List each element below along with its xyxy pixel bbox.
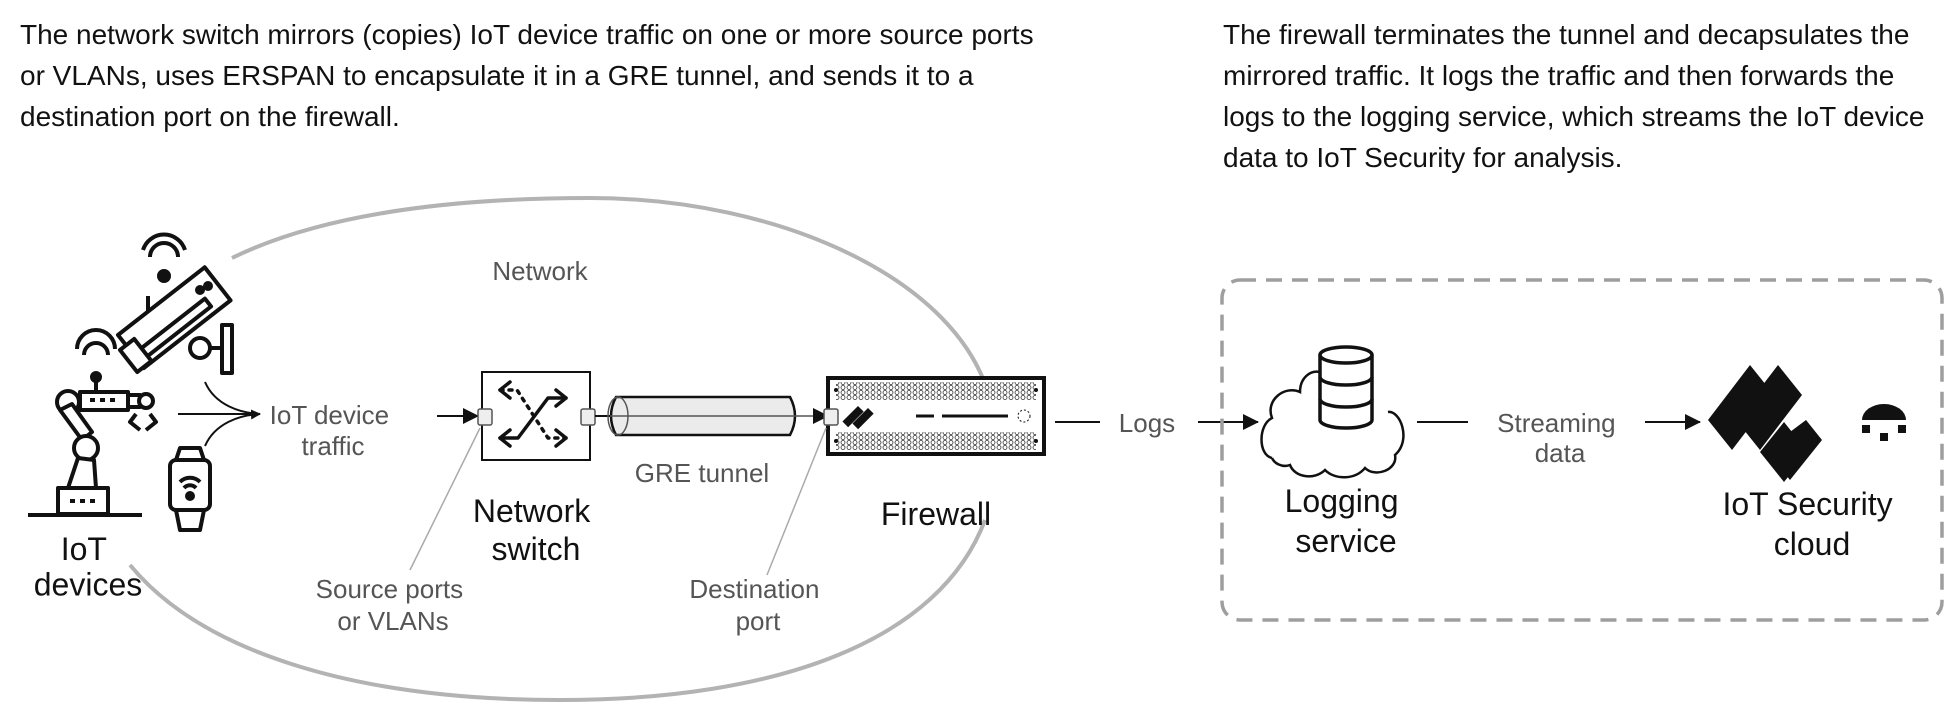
logging-service-label-line2: service	[1295, 523, 1396, 559]
description-right: The firewall terminates the tunnel and d…	[1223, 19, 1925, 173]
paloalto-logo-icon	[1708, 365, 1822, 482]
streaming-label: Streaming data	[1497, 408, 1623, 468]
network-region: Network	[128, 195, 992, 703]
smartwatch-icon	[168, 446, 212, 532]
description-left: The network switch mirrors (copies) IoT …	[20, 19, 1034, 132]
cloud-boundary	[1220, 278, 1944, 622]
logging-service-label-line1: Logging	[1285, 483, 1399, 519]
iot-devices-label: IoT devices	[34, 531, 143, 602]
streaming-label-line1: Streaming	[1497, 408, 1616, 438]
firewall-label: Firewall	[881, 496, 991, 532]
logs-label: Logs	[1119, 408, 1175, 438]
network-label: Network	[492, 256, 588, 286]
firewall-logo-icon	[842, 406, 874, 430]
gre-tunnel: GRE tunnel	[595, 395, 829, 488]
network-switch-label-line2: switch	[492, 531, 581, 567]
iot-cloud-badge-icon	[1862, 404, 1906, 441]
switch-box	[481, 371, 591, 461]
switch-icon	[498, 380, 568, 448]
network-switch-label: Network switch	[473, 493, 599, 567]
security-camera-icon	[116, 232, 234, 375]
network-switch: Network switch	[473, 371, 599, 567]
source-ports-callout: Source ports or VLANs	[316, 574, 471, 636]
network-outline	[231, 195, 992, 401]
destination-port-callout: Destination port	[689, 574, 826, 636]
iot-devices: IoT devices	[28, 232, 234, 602]
iot-security-label: IoT Security cloud	[1722, 486, 1901, 562]
source-port[interactable]	[477, 408, 493, 426]
destination-port-callout-line2: port	[736, 606, 782, 636]
source-ports-leader	[409, 427, 481, 571]
iot-security-label-line1: IoT Security	[1722, 486, 1892, 522]
source-ports-callout-line2: or VLANs	[337, 606, 448, 636]
network-outline-lower	[128, 519, 987, 703]
gre-tunnel-label: GRE tunnel	[635, 458, 769, 488]
iot-devices-label-line1: IoT	[61, 531, 107, 567]
iot-security-label-line2: cloud	[1774, 526, 1851, 562]
traffic-label-line2: traffic	[301, 431, 364, 461]
firewall-status-led	[1017, 409, 1031, 423]
destination-port[interactable]	[823, 408, 839, 426]
streaming-label-line2: data	[1535, 438, 1586, 468]
firewall: Firewall	[823, 376, 1046, 532]
iot-devices-label-line2: devices	[34, 566, 143, 602]
destination-port-callout-line1: Destination	[689, 574, 819, 604]
source-ports-callout-line1: Source ports	[316, 574, 463, 604]
logging-service: Logging service	[1260, 345, 1408, 559]
traffic-label: IoT device traffic	[270, 400, 397, 461]
logging-service-label: Logging service	[1285, 483, 1408, 559]
switch-egress-port[interactable]	[580, 408, 596, 426]
cloud-database-icon	[1260, 370, 1405, 479]
network-switch-label-line1: Network	[473, 493, 591, 529]
destination-port-leader	[766, 427, 827, 576]
traffic-converge-lines	[178, 381, 261, 447]
iot-security: IoT Security cloud	[1708, 365, 1906, 562]
traffic-label-line1: IoT device	[270, 400, 389, 430]
